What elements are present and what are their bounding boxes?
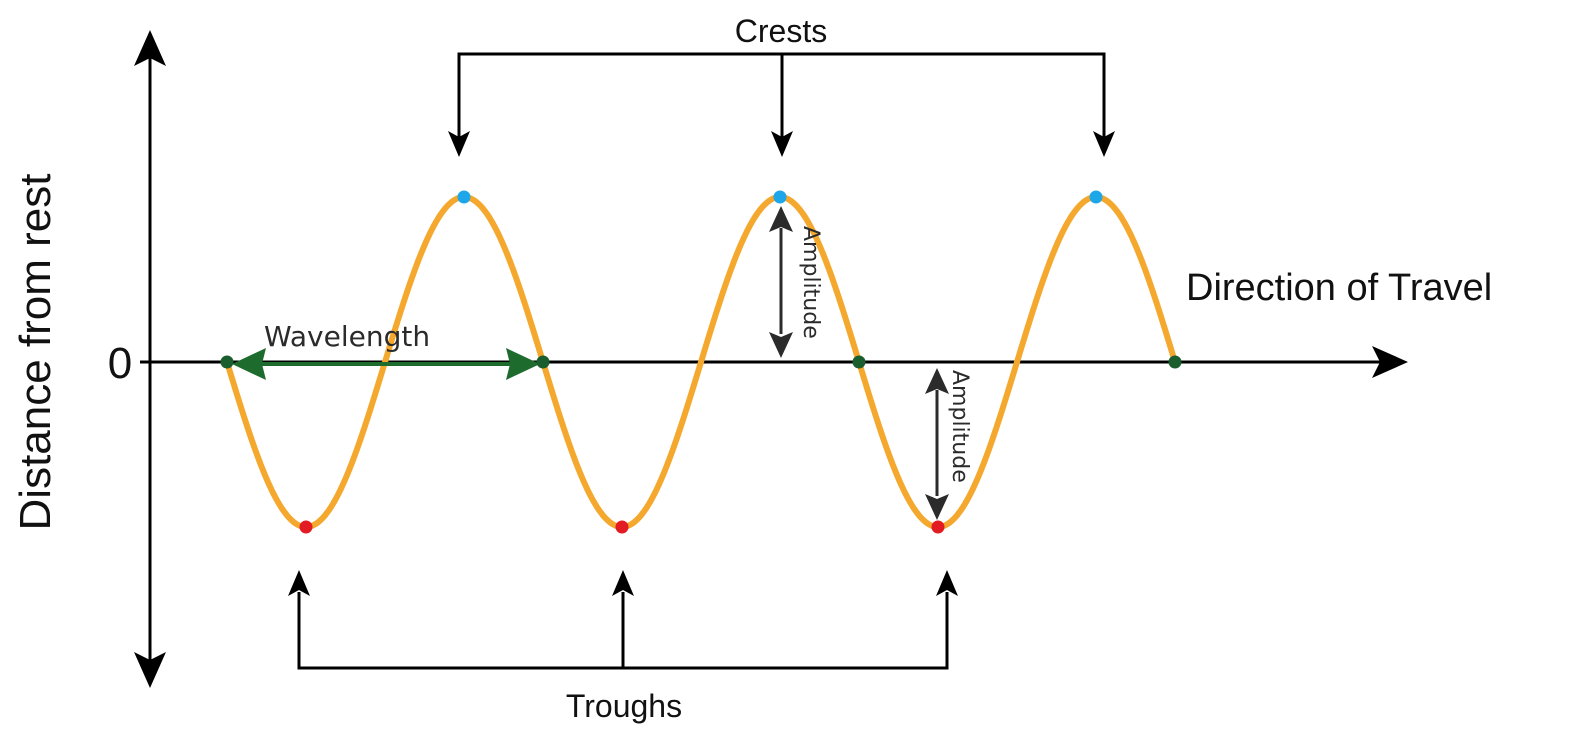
trough-dot	[299, 520, 313, 534]
zero-crossing-dot	[852, 355, 866, 369]
crests-bracket	[457, 52, 1106, 138]
y-axis-up-arrowhead	[134, 30, 166, 66]
zero-crossing-dot	[1168, 355, 1182, 369]
amplitude-trough-down-arrowhead	[925, 494, 949, 520]
wavelength-right-arrowhead	[506, 348, 540, 380]
trough-dot	[931, 520, 945, 534]
zero-crossing-dot	[536, 355, 550, 369]
wavelength-arrow	[232, 348, 540, 380]
zero-label: 0	[108, 339, 132, 388]
amplitude-arrow-crest	[769, 206, 793, 358]
amplitude-crest-down-arrowhead	[769, 332, 793, 358]
trough-arrowhead-2	[612, 570, 634, 596]
trough-arrowhead-1	[288, 570, 310, 596]
amplitude-arrow-trough	[925, 368, 949, 520]
wavelength-label: Wavelength	[264, 320, 430, 353]
y-axis-down-arrowhead	[134, 652, 166, 688]
crest-arrowhead-3	[1093, 131, 1115, 157]
crest-dot	[457, 190, 471, 204]
amplitude-label-crest: Amplitude	[798, 226, 823, 339]
trough-dot	[615, 520, 629, 534]
troughs-bracket	[297, 592, 949, 670]
direction-label: Direction of Travel	[1186, 267, 1492, 309]
wavelength-left-arrowhead	[232, 348, 266, 380]
crests-label: Crests	[735, 13, 827, 49]
crest-arrowhead-2	[771, 131, 793, 157]
crest-dot	[1089, 190, 1103, 204]
crest-dot	[773, 190, 787, 204]
y-axis-label: Distance from rest	[11, 174, 60, 531]
amplitude-crest-up-arrowhead	[769, 206, 793, 232]
crest-arrowhead-1	[448, 131, 470, 157]
zero-crossing-dot	[220, 355, 234, 369]
y-axis	[134, 30, 166, 688]
amplitude-trough-up-arrowhead	[925, 368, 949, 394]
trough-arrowhead-3	[936, 570, 958, 596]
x-axis-arrowhead	[1372, 346, 1408, 378]
amplitude-label-trough: Amplitude	[947, 370, 972, 483]
wave-markers	[220, 190, 1182, 534]
troughs-label: Troughs	[566, 688, 682, 724]
